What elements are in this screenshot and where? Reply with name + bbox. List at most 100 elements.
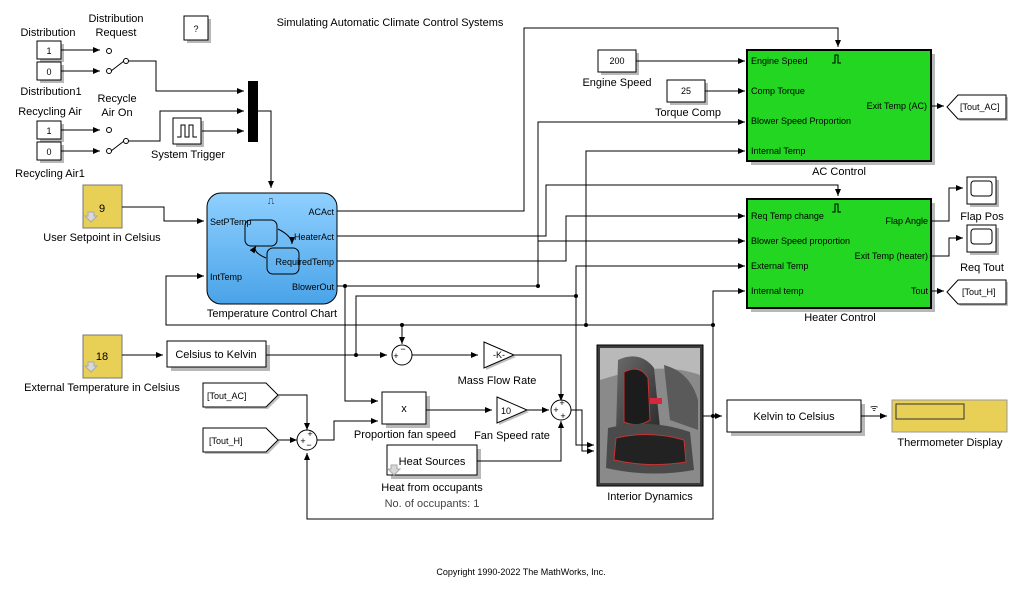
heat-sources-block[interactable]: Heat Sources: [386, 444, 481, 479]
goto-tout-ac[interactable]: [Tout_AC]: [946, 94, 1008, 121]
svg-text:+: +: [559, 398, 564, 408]
temperature-control-chart[interactable]: ⎍ SetPTemp IntTemp ACAct HeaterAct Requi…: [206, 192, 338, 305]
celsius-to-kelvin-block[interactable]: Celsius to Kelvin: [166, 340, 270, 371]
svg-text:−: −: [306, 440, 311, 450]
mux-block[interactable]: [248, 81, 258, 142]
arrow-down-icon: [83, 361, 99, 373]
svg-text:200: 200: [609, 56, 624, 66]
svg-text:9: 9: [99, 203, 105, 215]
goto-tout-h[interactable]: [Tout_H]: [946, 279, 1008, 306]
distribution1-constant[interactable]: 0: [36, 61, 64, 83]
mass-flow-gain[interactable]: -K-: [483, 341, 516, 370]
thermometer-display[interactable]: [891, 399, 1008, 433]
svg-text:+: +: [393, 351, 398, 361]
svg-text:0: 0: [46, 67, 51, 77]
from-tout-ac[interactable]: [Tout_AC]: [202, 382, 280, 409]
engine-speed-label: Engine Speed: [582, 77, 651, 89]
arrow-down-icon: [386, 464, 402, 476]
svg-text:[Tout_AC]: [Tout_AC]: [207, 391, 247, 401]
ac-control-subsystem[interactable]: Engine Speed Comp Torque Blower Speed Pr…: [746, 49, 935, 165]
ac-output-exit-temp: Exit Temp (AC): [867, 101, 927, 111]
svg-text:[Tout_AC]: [Tout_AC]: [960, 102, 1000, 112]
user-setpoint-label: User Setpoint in Celsius: [43, 232, 161, 244]
recycling-air-label: Recycling Air: [18, 106, 82, 118]
recycling-air1-constant[interactable]: 0: [36, 141, 64, 163]
fan-speed-label: Fan Speed rate: [474, 430, 550, 442]
recycle-air-on-label-1: Recycle: [97, 93, 136, 105]
acact-wire: [337, 27, 841, 212]
sum-block-2[interactable]: + + −: [296, 429, 318, 451]
svg-text:-K-: -K-: [493, 350, 505, 360]
heateract-wire: [337, 184, 841, 237]
trigger-icon: [832, 203, 841, 213]
svg-text:1: 1: [46, 46, 51, 56]
svg-text:Celsius to Kelvin: Celsius to Kelvin: [175, 349, 256, 361]
svg-text:[Tout_H]: [Tout_H]: [962, 287, 996, 297]
interior-dynamics-label: Interior Dynamics: [607, 491, 693, 503]
torque-comp-label: Torque Comp: [655, 107, 721, 119]
external-temp-label: External Temperature in Celsius: [24, 382, 180, 394]
copyright-text: Copyright 1990-2022 The MathWorks, Inc.: [436, 567, 605, 577]
user-setpoint-constant[interactable]: 9: [82, 184, 123, 229]
signal-logging-icon: ᯤ: [870, 403, 878, 413]
kelvin-to-celsius-block[interactable]: Kelvin to Celsius: [726, 399, 865, 436]
chart-label: Temperature Control Chart: [207, 308, 337, 320]
svg-text:10: 10: [501, 406, 511, 416]
heater-input-external: External Temp: [751, 261, 808, 271]
distribution-label: Distribution: [20, 27, 75, 39]
heater-control-label: Heater Control: [804, 312, 876, 324]
recycle-switch[interactable]: [61, 108, 244, 154]
heater-control-subsystem[interactable]: Req Temp change Blower Speed proportion …: [746, 198, 935, 312]
distribution-request-label-1: Distribution: [88, 13, 143, 25]
req-tout-scope[interactable]: [966, 224, 999, 255]
product-block[interactable]: x: [381, 391, 430, 428]
svg-text:+: +: [560, 411, 565, 421]
fan-speed-gain[interactable]: 10: [496, 396, 529, 425]
system-trigger-label: System Trigger: [151, 149, 225, 161]
chart-output-heateract: HeaterAct: [294, 232, 335, 242]
sum-block-1[interactable]: + −: [391, 344, 413, 366]
chart-input-setptemp: SetPTemp: [210, 217, 252, 227]
pulse-icon: [177, 124, 197, 138]
inttemp-feedback-wire: [165, 273, 714, 416]
flap-pos-scope[interactable]: [966, 176, 999, 207]
ac-input-comp-torque: Comp Torque: [751, 86, 805, 96]
engine-speed-constant[interactable]: 200: [597, 49, 639, 75]
trigger-edge-icon: ⎍: [268, 196, 275, 206]
system-trigger-block[interactable]: [172, 117, 204, 147]
occupants-annotation: No. of occupants: 1: [385, 498, 480, 510]
thermometer-label: Thermometer Display: [897, 437, 1003, 449]
svg-text:x: x: [401, 403, 407, 415]
distribution-switch[interactable]: [61, 47, 244, 94]
svg-text:[Tout_H]: [Tout_H]: [209, 436, 243, 446]
external-temp-constant[interactable]: 18: [82, 334, 123, 379]
blowerout-wire: [337, 119, 745, 287]
flap-pos-label: Flap Pos: [960, 211, 1004, 223]
help-block[interactable]: ?: [183, 15, 211, 43]
svg-text:25: 25: [681, 86, 691, 96]
sum-block-3[interactable]: + + +: [550, 398, 572, 421]
recycling-air-constant[interactable]: 1: [36, 120, 64, 142]
interior-dynamics-block[interactable]: [596, 344, 704, 487]
distribution-constant[interactable]: 1: [36, 40, 64, 62]
svg-text:0: 0: [46, 147, 51, 157]
heater-output-tout: Tout: [911, 286, 929, 296]
svg-text:Kelvin to Celsius: Kelvin to Celsius: [753, 411, 835, 423]
heater-input-blower: Blower Speed proportion: [751, 236, 850, 246]
ac-input-blower-speed: Blower Speed Proportion: [751, 116, 851, 126]
distribution1-label: Distribution1: [20, 86, 81, 98]
svg-text:1: 1: [46, 126, 51, 136]
svg-text:−: −: [400, 344, 405, 354]
mass-flow-label: Mass Flow Rate: [458, 375, 537, 387]
chart-output-requiredtemp: RequiredTemp: [275, 257, 334, 267]
svg-text:+: +: [307, 429, 312, 439]
ac-input-engine-speed: Engine Speed: [751, 56, 808, 66]
svg-text:18: 18: [96, 351, 108, 363]
from-tout-h[interactable]: [Tout_H]: [202, 427, 280, 454]
svg-text:Heat Sources: Heat Sources: [399, 456, 466, 468]
torque-comp-constant[interactable]: 25: [666, 79, 708, 105]
requiredtemp-wire: [337, 213, 745, 262]
help-icon: ?: [193, 24, 198, 34]
external-temp-wire: [355, 263, 745, 355]
